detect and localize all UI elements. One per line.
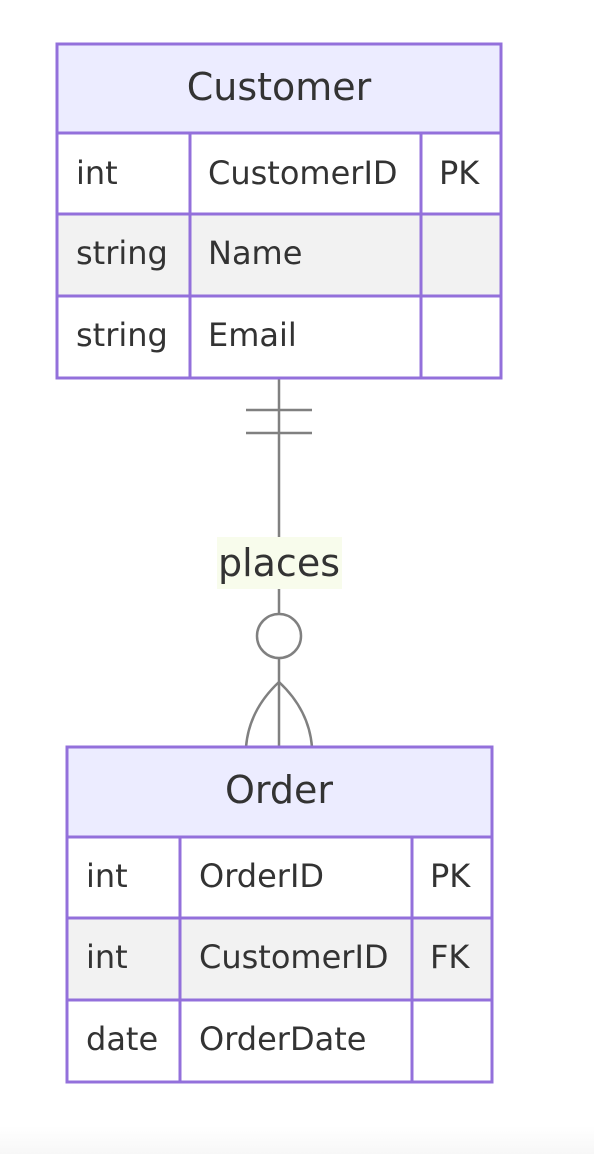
attribute-type: string bbox=[76, 316, 168, 354]
relationship-label: places bbox=[218, 541, 340, 585]
bottom-fade bbox=[0, 1126, 594, 1154]
table-row: int OrderID PK bbox=[65, 835, 494, 920]
attribute-key: FK bbox=[430, 938, 470, 976]
attribute-name: Email bbox=[208, 316, 297, 354]
entity-order-title: Order bbox=[225, 768, 333, 812]
table-row: int CustomerID PK bbox=[55, 131, 503, 216]
relationship-places: places bbox=[217, 378, 342, 748]
attribute-type: string bbox=[76, 234, 168, 272]
attribute-key: PK bbox=[430, 857, 471, 895]
table-row: int CustomerID FK bbox=[65, 916, 494, 1002]
attribute-key: PK bbox=[439, 154, 480, 192]
attribute-type: int bbox=[86, 938, 128, 976]
attribute-name: OrderDate bbox=[199, 1020, 366, 1058]
cardinality-zero-circle bbox=[255, 612, 303, 660]
cardinality-crowfoot-right bbox=[278, 681, 314, 748]
table-row: string Email bbox=[55, 294, 503, 380]
entity-customer-title: Customer bbox=[187, 65, 372, 109]
entity-order: Order int OrderID PK int CustomerID FK bbox=[65, 745, 494, 1084]
table-row: string Name bbox=[55, 212, 503, 298]
attribute-name: Name bbox=[208, 234, 302, 272]
attribute-type: int bbox=[76, 154, 118, 192]
entity-customer: Customer int CustomerID PK string Name bbox=[55, 42, 503, 380]
attribute-name: CustomerID bbox=[208, 154, 398, 192]
attribute-type: date bbox=[86, 1020, 158, 1058]
cardinality-crowfoot-left bbox=[244, 681, 280, 748]
attribute-name: CustomerID bbox=[199, 938, 389, 976]
attribute-type: int bbox=[86, 857, 128, 895]
table-row: date OrderDate bbox=[65, 998, 494, 1084]
relationship-label-bg bbox=[217, 537, 342, 589]
attribute-name: OrderID bbox=[199, 857, 324, 895]
